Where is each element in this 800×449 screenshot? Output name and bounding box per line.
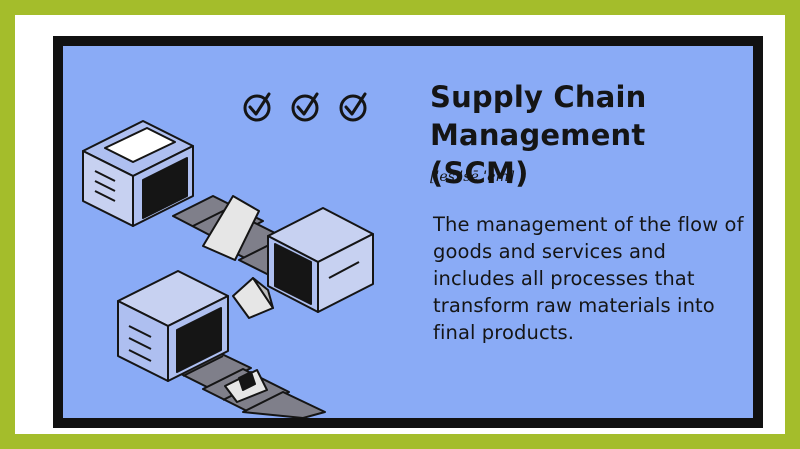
title-line-2: Management (SCM) [430, 118, 646, 190]
package-icon [202, 195, 274, 403]
conveyor-machine-icon [117, 270, 229, 382]
checklist-icons [243, 92, 367, 122]
title-line-1: Supply Chain [430, 80, 647, 114]
check-circle-icon [339, 92, 367, 122]
conveyor-machine-icon [267, 207, 374, 313]
definition-card: Supply Chain Management (SCM) [ˈes ˈsē ˈ… [53, 36, 763, 428]
definition-text: The management of the flow of goods and … [433, 213, 744, 344]
check-circle-icon [243, 92, 271, 122]
conveyor-machine-icon [82, 120, 194, 227]
supply-chain-illustration [82, 120, 374, 418]
card-title: Supply Chain Management (SCM) [430, 78, 750, 192]
check-circle-icon [291, 92, 319, 122]
pronunciation: [ˈes ˈsē ˈem] [430, 169, 515, 185]
